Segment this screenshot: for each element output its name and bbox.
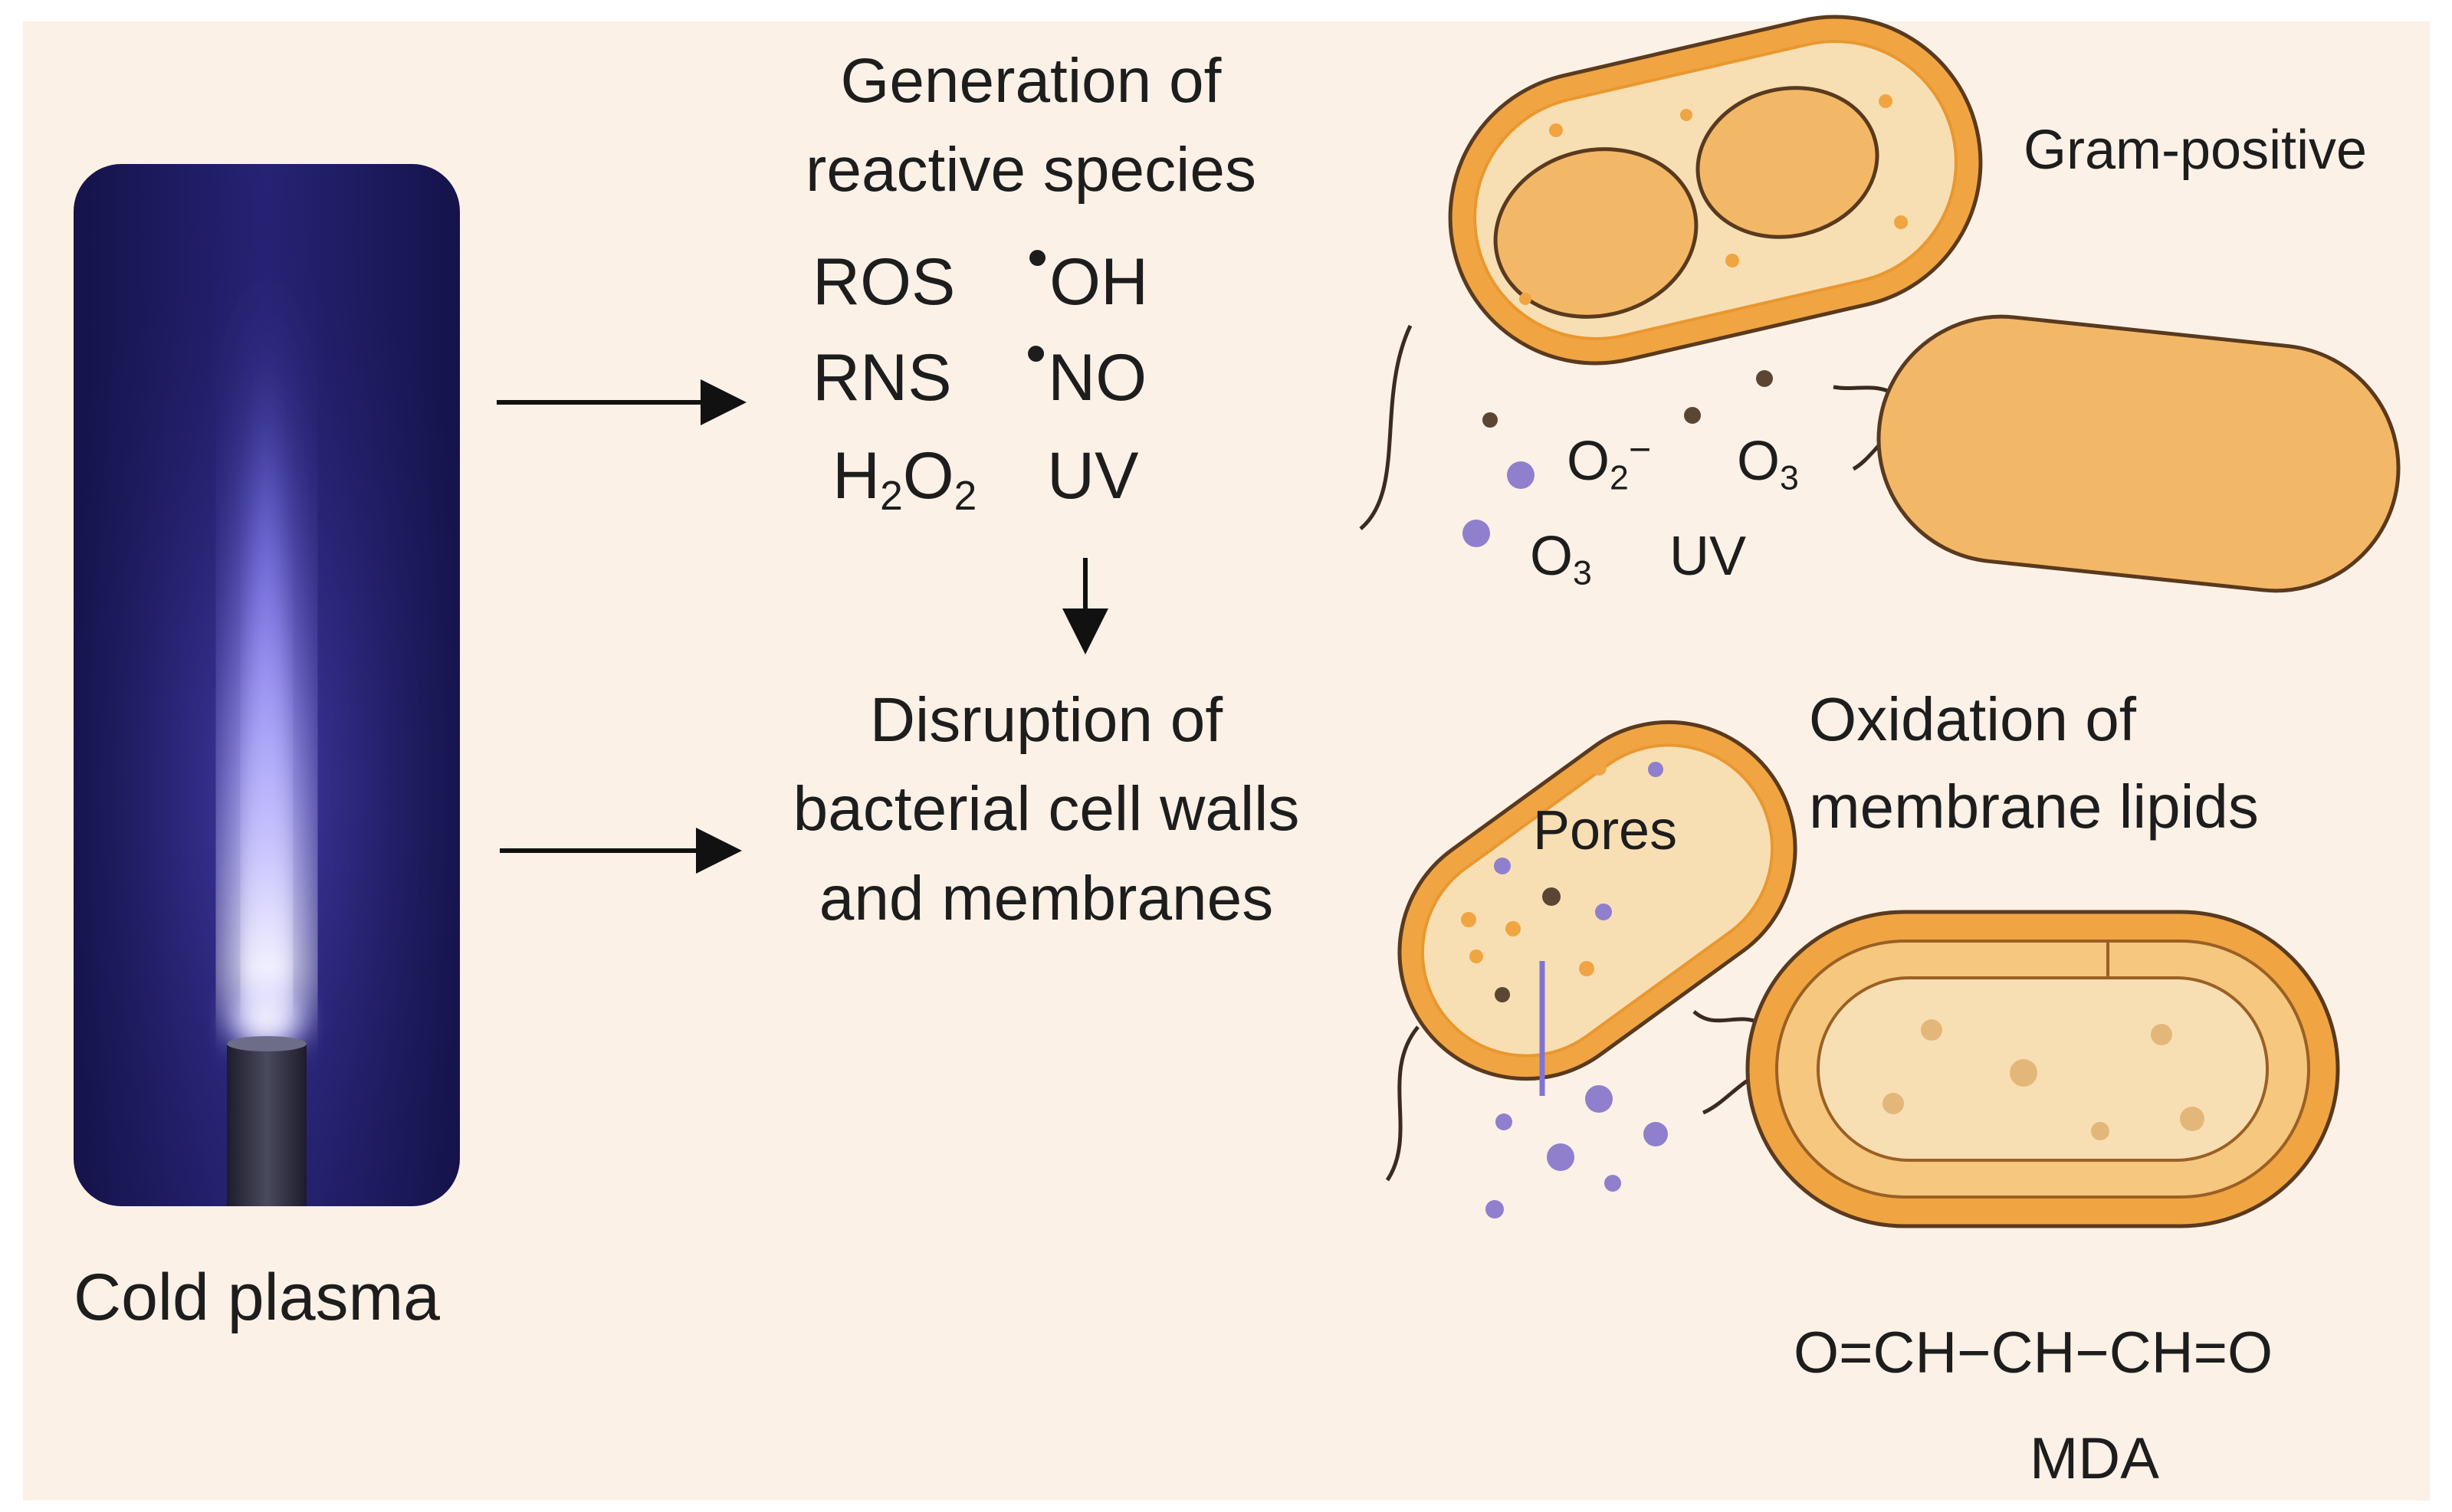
generation-heading-line-1: Generation of bbox=[840, 46, 1222, 116]
superoxide-sub: 2 bbox=[1610, 459, 1629, 497]
disruption-heading-line-3: and membranes bbox=[819, 863, 1274, 933]
ozone-a-sub: 3 bbox=[1780, 459, 1799, 497]
cell-species-ozone-a: O3 bbox=[1737, 431, 1799, 495]
species-h2o2: H2O2 bbox=[832, 443, 977, 517]
cell-species-uv: UV bbox=[1669, 526, 1747, 587]
bacterium-top-right bbox=[1833, 314, 2401, 593]
species-h2o2-mid: O bbox=[902, 439, 954, 513]
cell-species-ozone-b: O3 bbox=[1530, 526, 1592, 590]
disruption-heading: Disruption of bacterial cell walls and m… bbox=[728, 676, 1364, 943]
ozone-a-main: O bbox=[1737, 431, 1781, 492]
generation-heading-line-2: reactive species bbox=[806, 135, 1256, 205]
species-no-radical-text: NO bbox=[1048, 341, 1147, 415]
species-uv: UV bbox=[1047, 439, 1139, 513]
gram-positive-label: Gram-positive bbox=[2024, 120, 2368, 181]
bacterium-oxidized-membrane bbox=[1692, 910, 2340, 1228]
reactive-particles-top bbox=[1462, 370, 1773, 547]
oxidation-heading-line-1: Oxidation of bbox=[1809, 685, 2136, 753]
mda-label: MDA bbox=[2030, 1426, 2159, 1491]
disruption-heading-line-1: Disruption of bbox=[869, 685, 1223, 755]
plasma-label: Cold plasma bbox=[74, 1261, 440, 1334]
species-oh-radical-text: OH bbox=[1049, 245, 1149, 319]
oxidation-heading-line-2: membrane lipids bbox=[1809, 772, 2259, 841]
mda-formula: O=CH−CH−CH=O bbox=[1794, 1320, 2273, 1386]
species-oh-radical: •OH bbox=[1027, 225, 1149, 319]
species-h2o2-main: H bbox=[832, 439, 881, 513]
cell-species-superoxide: O2− bbox=[1567, 430, 1651, 496]
species-h2o2-sub1: 2 bbox=[880, 473, 903, 519]
species-ros: ROS bbox=[812, 245, 956, 319]
superoxide-sup: − bbox=[1628, 427, 1652, 471]
bacterium-top-left bbox=[1359, 15, 1983, 530]
superoxide-main: O bbox=[1567, 431, 1610, 492]
species-h2o2-sub2: 2 bbox=[954, 473, 977, 519]
ozone-b-main: O bbox=[1530, 526, 1574, 587]
oxidation-heading: Oxidation of membrane lipids bbox=[1809, 676, 2376, 850]
generation-heading: Generation of reactive species bbox=[736, 37, 1326, 215]
plasma-jet-illustration bbox=[74, 164, 460, 1206]
pores-label: Pores bbox=[1533, 800, 1678, 861]
reactive-particles-bottom bbox=[1485, 1085, 1668, 1218]
species-no-radical: •NO bbox=[1026, 320, 1147, 415]
ozone-b-sub: 3 bbox=[1573, 554, 1592, 592]
species-rns: RNS bbox=[812, 341, 952, 415]
disruption-heading-line-2: bacterial cell walls bbox=[793, 774, 1300, 845]
bacterium-with-pores bbox=[1385, 720, 1797, 1182]
